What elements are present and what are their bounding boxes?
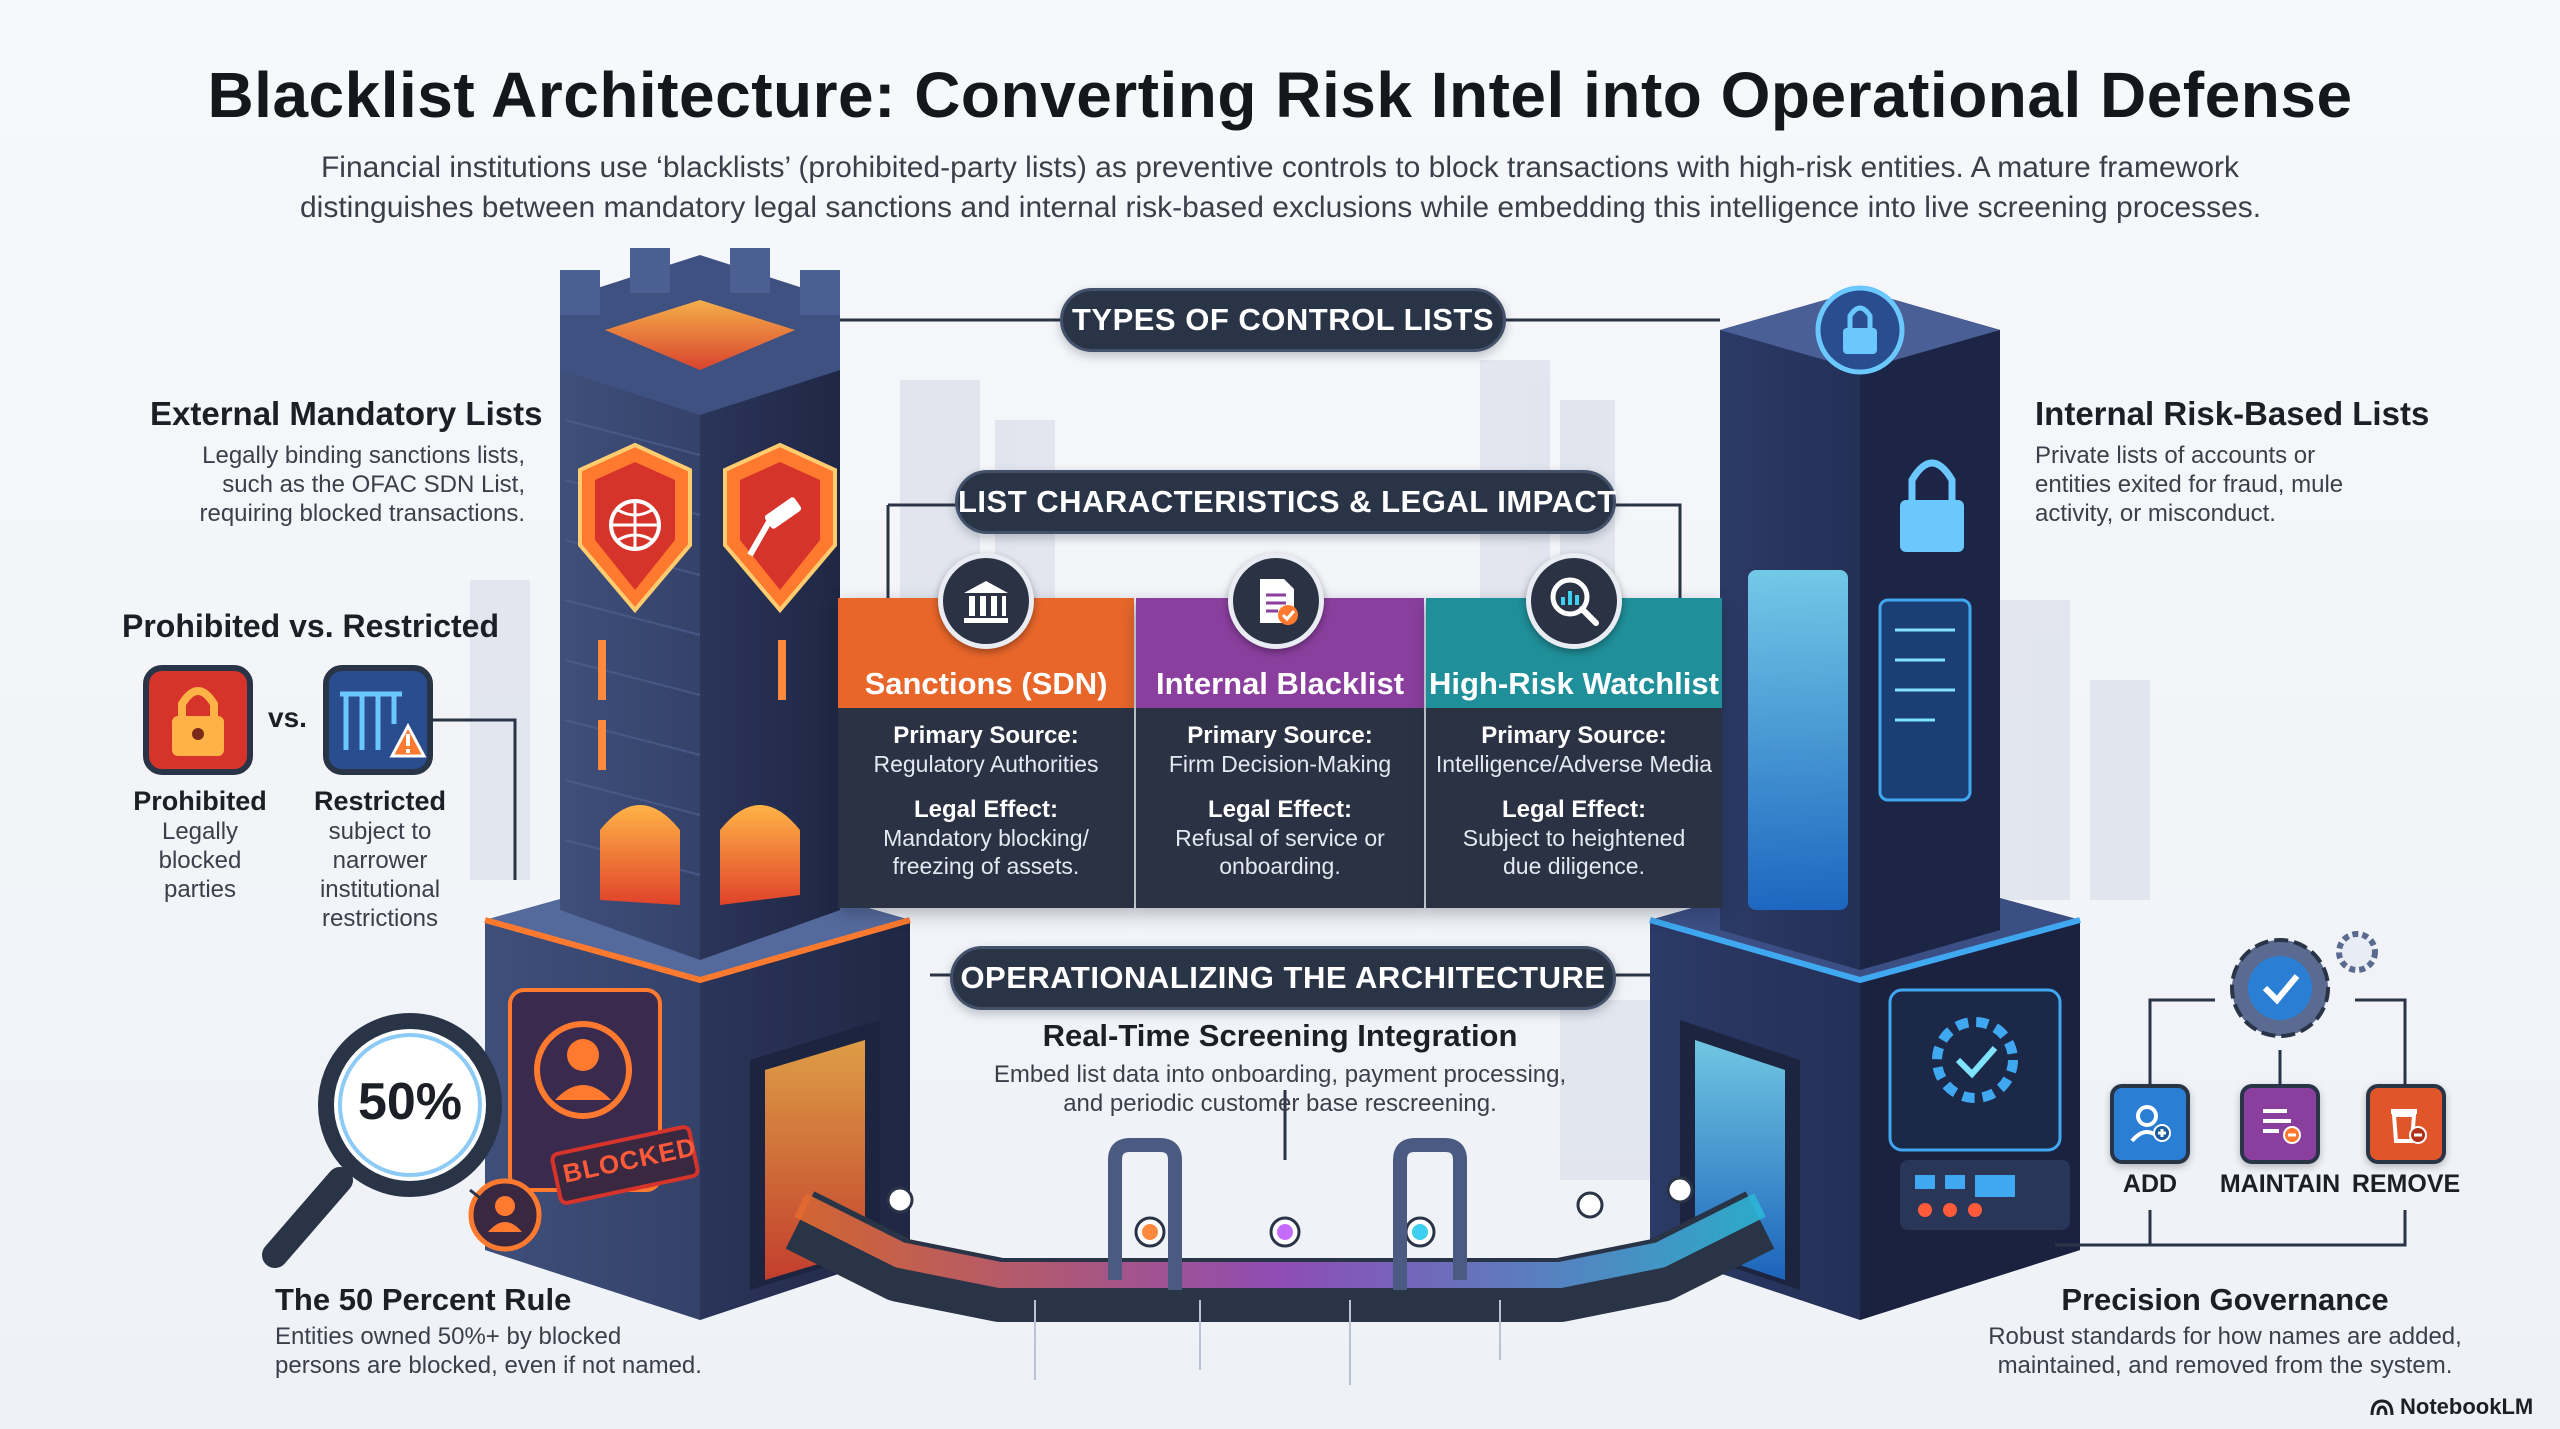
legal-effect-label: Legal Effect:: [1207, 796, 1353, 823]
internal-lists-line: activity, or misconduct.: [2035, 500, 2276, 527]
governance-graph: [2055, 998, 2407, 1247]
screening-line: and periodic customer base rescreening.: [1063, 1090, 1497, 1117]
external-lists-line: Legally binding sanctions lists,: [202, 442, 525, 469]
precision-governance-line: maintained, and removed from the system.: [1997, 1352, 2453, 1379]
conveyor-belt: [785, 1138, 1775, 1385]
column-title: Internal Blacklist: [1155, 666, 1405, 701]
primary-source-value: Intelligence/Adverse Media: [1435, 751, 1713, 777]
notebooklm-icon: [2370, 1399, 2394, 1416]
internal-lists-line: Private lists of accounts or: [2035, 442, 2316, 469]
governance-remove-label: REMOVE: [2351, 1170, 2461, 1198]
legal-effect-label: Legal Effect:: [1501, 796, 1647, 823]
legal-effect-line: Mandatory blocking/: [883, 825, 1089, 851]
primary-source-label: Primary Source:: [893, 722, 1079, 749]
legal-effect-line: freezing of assets.: [892, 853, 1080, 879]
precision-governance-title: Precision Governance: [2061, 1282, 2389, 1317]
internal-lists-title: Internal Risk-Based Lists: [2035, 395, 2430, 432]
external-lists-title: External Mandatory Lists: [150, 395, 543, 432]
add-user-icon: [2110, 1084, 2190, 1164]
restricted-line: subject to: [328, 818, 432, 845]
notebooklm-label: NotebookLM: [2400, 1394, 2534, 1419]
primary-source-value: Firm Decision-Making: [1168, 751, 1392, 777]
prohibited-block: Prohibited Legally blocked parties: [120, 786, 280, 904]
column-title: High-Risk Watchlist: [1429, 666, 1719, 701]
restricted-gate-icon: [322, 664, 434, 776]
restricted-line: restrictions: [321, 905, 439, 932]
fifty-percent-rule-line: persons are blocked, even if not named.: [275, 1352, 702, 1379]
padlock-icon: [142, 664, 254, 776]
magnifier-graphic: [262, 1013, 542, 1268]
fifty-percent-badge: 50%: [357, 1073, 463, 1131]
prohibited-line: blocked: [158, 847, 242, 874]
notebooklm-logo: NotebookLM: [2370, 1394, 2533, 1420]
page-subtitle: Financial institutions use ‘blacklists’ …: [300, 148, 2262, 228]
external-lists-block: External Mandatory Lists Legally binding…: [150, 395, 543, 528]
fifty-percent-rule-title: The 50 Percent Rule: [275, 1282, 572, 1317]
external-lists-line: such as the OFAC SDN List,: [222, 471, 525, 498]
governance-remove: [2366, 1084, 2446, 1164]
vs-label: vs.: [268, 702, 307, 733]
screening-line: Embed list data into onboarding, payment…: [993, 1061, 1567, 1088]
primary-source-label: Primary Source:: [1481, 722, 1667, 749]
external-lists-line: requiring blocked transactions.: [199, 500, 525, 527]
internal-lists-line: entities exited for fraud, mule: [2035, 471, 2344, 498]
gear-check-icon: [2230, 931, 2378, 1038]
governance-add: [2110, 1084, 2190, 1164]
internal-lists-block: Internal Risk-Based Lists Private lists …: [2035, 395, 2455, 528]
restricted-title: Restricted: [313, 786, 447, 816]
prohibited-line: Legally: [161, 818, 239, 845]
page-title: Blacklist Architecture: Converting Risk …: [207, 59, 2353, 131]
legal-effect-line: due diligence.: [1503, 853, 1645, 879]
column-title: Sanctions (SDN): [864, 666, 1108, 701]
legal-effect-line: Subject to heightened: [1462, 825, 1686, 851]
subtitle-line: distinguishes between mandatory legal sa…: [300, 191, 2262, 224]
primary-source-label: Primary Source:: [1187, 722, 1373, 749]
governance-maintain-label: MAINTAIN: [2219, 1170, 2341, 1198]
legal-effect-line: onboarding.: [1219, 853, 1341, 879]
prohibited-vs-restricted-title: Prohibited vs. Restricted: [122, 608, 499, 644]
fifty-percent-rule-block: The 50 Percent Rule Entities owned 50%+ …: [275, 1282, 795, 1380]
prohibited-title: Prohibited: [133, 786, 267, 816]
operationalizing-pill: OPERATIONALIZING THE ARCHITECTURE: [950, 946, 1616, 1010]
document-icon: [1228, 553, 1324, 649]
column-sanctions: Sanctions (SDN) Primary Source: Regulato…: [838, 598, 1134, 908]
restricted-line: institutional: [319, 876, 441, 903]
restricted-line: narrower: [332, 847, 428, 874]
restricted-block: Restricted subject to narrower instituti…: [300, 786, 460, 933]
column-internal-blacklist: Internal Blacklist Primary Source: Firm …: [1136, 598, 1424, 908]
prohibited-line: parties: [163, 876, 237, 903]
precision-governance-line: Robust standards for how names are added…: [1988, 1323, 2462, 1350]
types-of-control-lists-pill: TYPES OF CONTROL LISTS: [1060, 288, 1506, 352]
precision-governance-block: Precision Governance Robust standards fo…: [1960, 1282, 2490, 1380]
legal-effect-label: Legal Effect:: [913, 796, 1059, 823]
magnifier-chart-icon: [1526, 553, 1622, 649]
bank-icon: [938, 553, 1034, 649]
primary-source-value: Regulatory Authorities: [873, 751, 1099, 777]
list-characteristics-pill: LIST CHARACTERISTICS & LEGAL IMPACT: [955, 470, 1616, 534]
governance-add-label: ADD: [2122, 1170, 2178, 1198]
subtitle-line: Financial institutions use ‘blacklists’ …: [320, 151, 2239, 184]
screening-block: Real-Time Screening Integration Embed li…: [930, 1018, 1630, 1118]
column-high-risk-watchlist: High-Risk Watchlist Primary Source: Inte…: [1426, 598, 1722, 908]
edit-list-icon: [2240, 1084, 2320, 1164]
fifty-percent-rule-line: Entities owned 50%+ by blocked: [275, 1323, 622, 1350]
governance-maintain: [2240, 1084, 2320, 1164]
screening-title: Real-Time Screening Integration: [1042, 1018, 1518, 1053]
legal-effect-line: Refusal of service or: [1175, 825, 1385, 851]
trash-icon: [2366, 1084, 2446, 1164]
